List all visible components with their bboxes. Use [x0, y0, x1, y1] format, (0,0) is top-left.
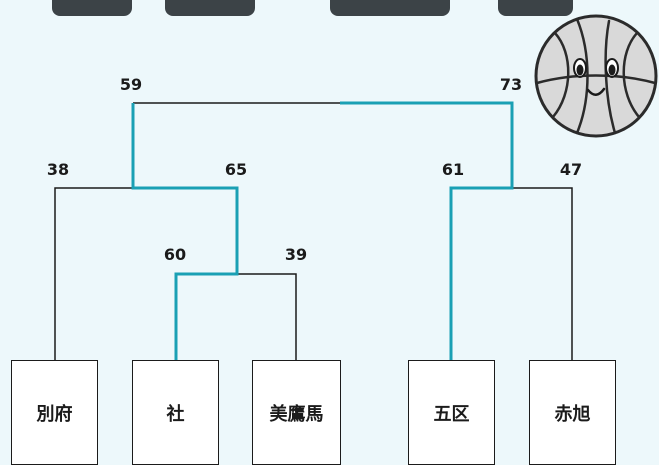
- bracket-line-beppu: [54, 187, 133, 360]
- header-decoration: [52, 0, 132, 16]
- team-box-yashiro: 社: [132, 360, 219, 465]
- team-box-bitakauma: 美鷹馬: [252, 360, 341, 465]
- score-semifinal-winner: 65: [224, 160, 248, 179]
- bracket-line-akiasahi: [512, 187, 573, 360]
- score-yashiro: 60: [163, 245, 187, 264]
- header-decoration: [165, 0, 255, 16]
- winner-path-right: [340, 101, 514, 360]
- score-left-final: 59: [119, 75, 143, 94]
- team-box-goku: 五区: [408, 360, 495, 465]
- score-akiasahi: 47: [559, 160, 583, 179]
- header-decoration: [330, 0, 450, 16]
- bracket-line-yashiro-bitakauma: [237, 273, 297, 360]
- team-box-akiasahi: 赤旭: [529, 360, 616, 465]
- team-box-beppu: 別府: [11, 360, 98, 465]
- winner-path-left: [131, 103, 239, 360]
- header-decoration: [498, 0, 573, 16]
- score-goku: 61: [441, 160, 465, 179]
- score-beppu: 38: [46, 160, 70, 179]
- basketball-face-icon: [534, 14, 658, 138]
- score-bitakauma: 39: [284, 245, 308, 264]
- score-right-final: 73: [499, 75, 523, 94]
